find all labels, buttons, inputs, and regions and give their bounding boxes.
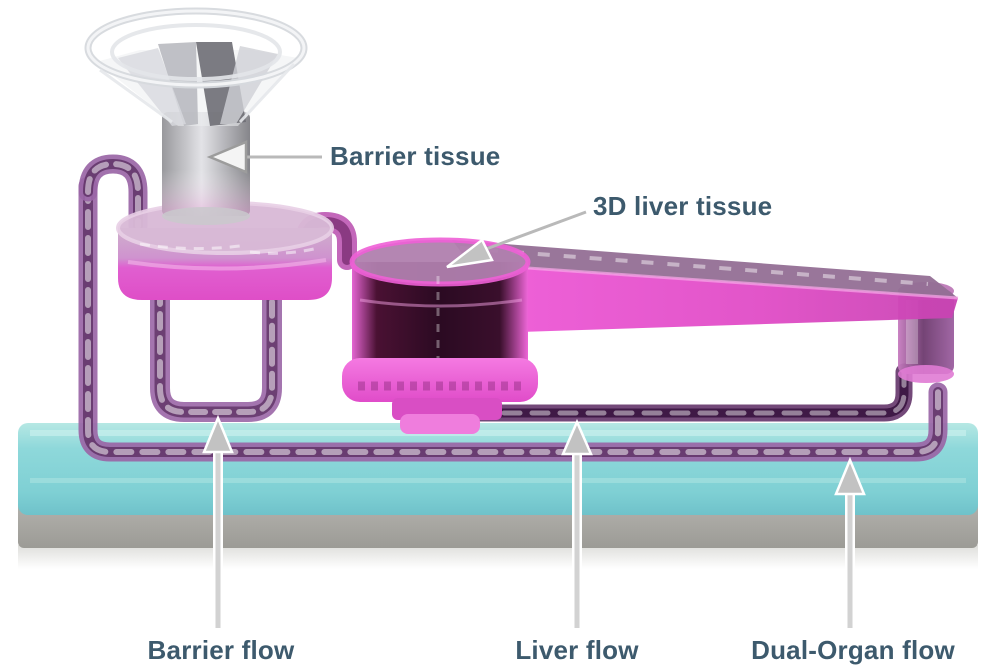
- base-teal-slab: [18, 423, 978, 515]
- liver-tissue-arrow: [446, 210, 587, 269]
- liver-chamber-flange: [342, 358, 538, 402]
- liver-chamber-nub: [400, 414, 480, 434]
- barrier-tissue-arrow: [206, 140, 322, 174]
- barrier-flow-arrow: [202, 414, 234, 628]
- funnel-panel-left: [118, 48, 186, 126]
- barrier-insert: [162, 112, 250, 225]
- dual-organ-flow-label: Dual-Organ flow: [751, 635, 955, 665]
- liver-flow-label: Liver flow: [515, 635, 639, 665]
- base-highlight: [30, 478, 966, 483]
- barrier-inlet-tube: [78, 154, 148, 236]
- dual-organ-flow-arrow: [834, 456, 866, 628]
- wedge-reservoir: [452, 240, 959, 332]
- liver-flow-tube: [439, 363, 913, 422]
- liver-tissue-label: 3D liver tissue: [593, 191, 773, 221]
- liver-flow-arrow: [561, 418, 593, 628]
- funnel-panel-right: [220, 46, 278, 124]
- wedge-reflection: [459, 246, 929, 286]
- liquid-line: [127, 258, 327, 271]
- barrier-tissue-label: Barrier tissue: [330, 141, 501, 171]
- liver-chamber: [342, 237, 538, 434]
- base-shadow: [18, 545, 978, 569]
- barrier-flow-loop-tube: [150, 280, 282, 422]
- wedge-front-face: [470, 264, 958, 332]
- funnel-rim-inner: [110, 23, 282, 81]
- wedge-top-face: [452, 240, 958, 298]
- dual-organ-tube: [78, 176, 948, 462]
- liquid-swirls: [139, 242, 319, 255]
- barrier-flow-label: Barrier flow: [147, 635, 295, 665]
- funnel: [84, 7, 308, 126]
- base-top-edge: [30, 430, 966, 436]
